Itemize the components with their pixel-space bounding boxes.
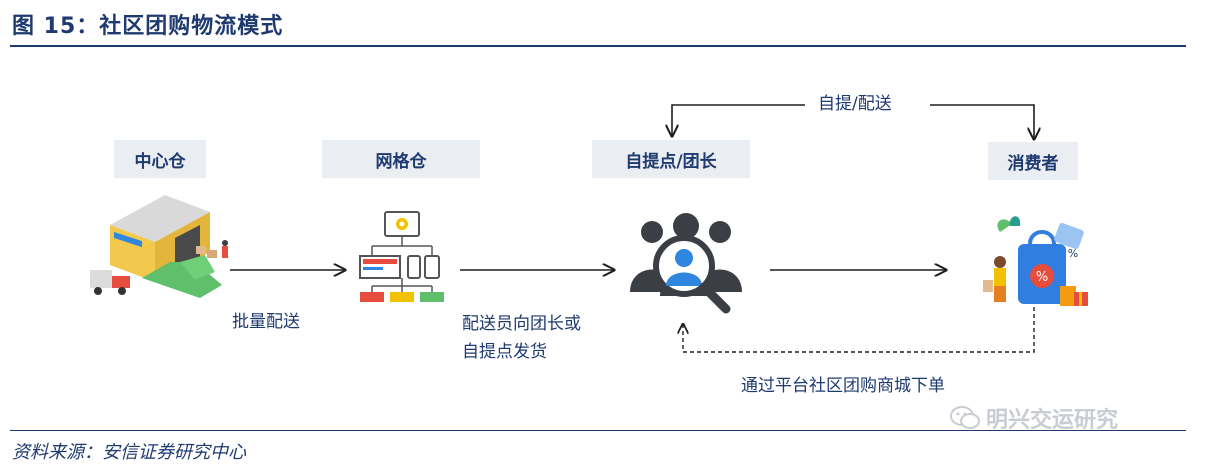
edge-label-courier-line2: 自提点发货 bbox=[462, 342, 547, 362]
edge-label-pickup-delivery: 自提/配送 bbox=[818, 94, 892, 114]
node-label-pickup-point: 自提点/团长 bbox=[592, 140, 750, 178]
node-label-grid-warehouse: 网格仓 bbox=[322, 140, 480, 178]
shopping-illustration: % % bbox=[983, 216, 1088, 306]
arrow-pickup-delivery-left bbox=[672, 104, 805, 136]
team-search-icon bbox=[630, 213, 742, 314]
node-label-consumer: 消费者 bbox=[988, 142, 1078, 180]
source-note: 资料来源：安信证券研究中心 bbox=[12, 442, 246, 463]
wechat-icon bbox=[950, 406, 980, 429]
network-icon bbox=[359, 211, 444, 302]
source-divider bbox=[10, 430, 1186, 431]
arrow-order-dashed bbox=[683, 300, 1035, 353]
arrow-pickup-delivery-right bbox=[930, 104, 1034, 139]
figure-title: 图 15：社区团购物流模式 bbox=[12, 14, 284, 39]
svg-text:%: % bbox=[1068, 247, 1078, 260]
edge-label-batch-delivery: 批量配送 bbox=[232, 312, 300, 332]
node-label-central-warehouse: 中心仓 bbox=[114, 140, 206, 178]
edge-label-platform-order: 通过平台社区团购商城下单 bbox=[741, 376, 945, 396]
watermark: 明兴交运研究 bbox=[950, 402, 1118, 434]
svg-text:%: % bbox=[1036, 270, 1048, 285]
watermark-text: 明兴交运研究 bbox=[986, 408, 1119, 433]
edge-label-courier-line1: 配送员向团长或 bbox=[462, 314, 581, 334]
warehouse-illustration bbox=[90, 195, 228, 298]
title-divider bbox=[10, 45, 1186, 47]
